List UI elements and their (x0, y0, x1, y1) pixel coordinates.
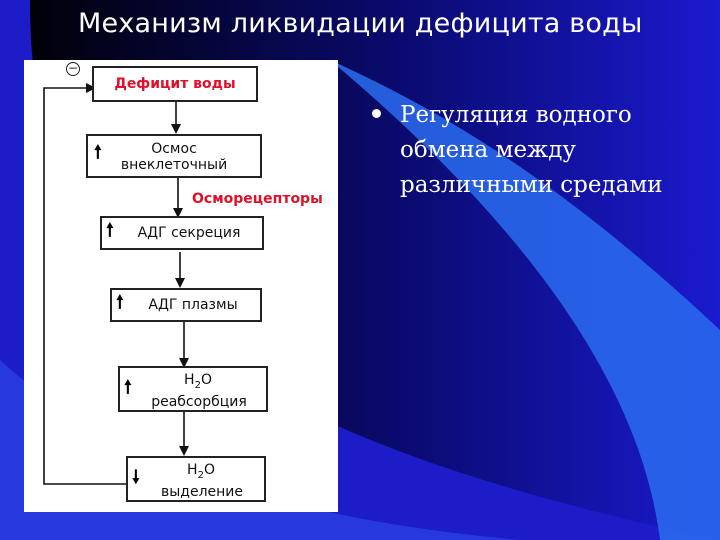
down-arrowhead (175, 278, 185, 288)
up-arrow-icon: 🠕 (106, 220, 114, 241)
box-label: реабсорбция (151, 393, 247, 410)
bullet-dot-icon (372, 109, 381, 118)
box-osmos-extracellular: 🠕 Осмос внеклеточный (86, 134, 262, 178)
box-label: H (187, 462, 198, 478)
slide-title: Механизм ликвидации дефицита воды (78, 8, 643, 39)
box-water-deficit: Дефицит воды (92, 66, 258, 102)
down-arrowhead (171, 124, 181, 134)
down-arrowhead (173, 208, 183, 218)
box-label: АДГ плазмы (148, 297, 238, 313)
box-label: Осмос (151, 141, 197, 157)
box-label: внеклеточный (120, 157, 228, 173)
down-arrow-icon: 🠗 (132, 467, 140, 488)
box-adh-secretion: 🠕 АДГ секреция (100, 216, 264, 250)
box-label-subscript: 2 (194, 379, 201, 391)
box-label: Дефицит воды (114, 76, 236, 92)
diagram-arrows (43, 83, 189, 485)
up-arrow-icon: 🠕 (116, 292, 124, 313)
box-label: выделение (160, 483, 244, 500)
box-label: АДГ секреция (137, 225, 241, 241)
box-label-subscript: 2 (197, 469, 204, 481)
up-arrow-icon: 🠕 (124, 377, 132, 398)
box-label: O (200, 372, 212, 388)
background-swoosh-shape (330, 60, 720, 540)
box-adh-plasma: 🠕 АДГ плазмы (110, 288, 262, 322)
down-arrowhead (179, 446, 189, 456)
down-arrowhead (179, 358, 189, 368)
flow-diagram: − Дефицит воды 🠕 Осмос внеклеточный Осмо… (24, 60, 338, 512)
box-label: O (203, 462, 215, 478)
bullet-text: Регуляция водного обмена между различным… (400, 102, 663, 198)
negative-feedback-sign: − (66, 61, 80, 76)
feedback-arrowhead (86, 83, 96, 93)
osmoreceptors-label: Осморецепторы (192, 191, 323, 207)
box-h2o-excretion: 🠗 H2O выделение (126, 456, 266, 502)
up-arrow-icon: 🠕 (94, 142, 102, 163)
box-label: H (184, 372, 195, 388)
box-h2o-reabsorption: 🠕 H2O реабсорбция (118, 366, 268, 412)
